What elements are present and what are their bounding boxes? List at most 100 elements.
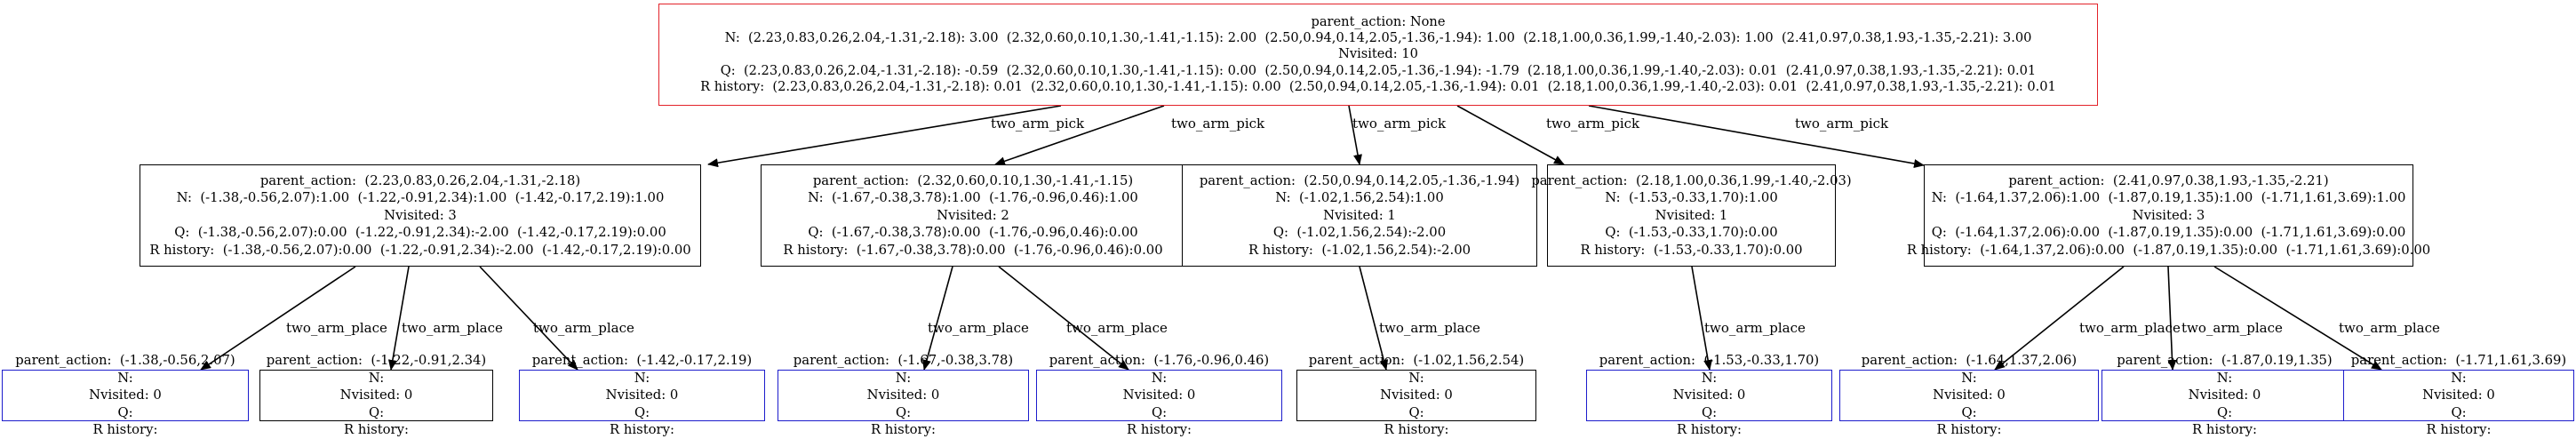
leaf-node: parent_action: (-1.71,1.61,3.69)N:Nvisit… <box>2343 353 2574 437</box>
edge-label: two_arm_pick <box>1352 116 1447 132</box>
node-n-values: N: <box>1408 370 1424 386</box>
node-q-values: Q: <box>1151 404 1168 420</box>
node-r-history: R history: <box>1127 422 1192 438</box>
node-q-values: Q: <box>368 404 385 420</box>
edge-arrow <box>1994 266 2125 371</box>
node-r-history: R history: <box>2426 422 2492 438</box>
leaf-node: parent_action: (-1.76,-0.96,0.46)N:Nvisi… <box>1036 353 1282 437</box>
edge-label: two_arm_pick <box>1795 116 1889 132</box>
edge-label: two_arm_place <box>2339 320 2440 336</box>
node-q-values: Q: (-1.38,-0.56,2.07):0.00 (-1.22,-0.91,… <box>174 225 666 241</box>
edge-label: two_arm_place <box>1066 320 1168 336</box>
node-nvisited: Nvisited: 0 <box>1380 387 1453 403</box>
node-r-history: R history: <box>92 422 158 438</box>
node-parent-action: parent_action: (-1.38,-0.56,2.07) <box>15 353 235 369</box>
action-node: parent_action: (2.32,0.60,0.10,1.30,-1.4… <box>761 164 1185 267</box>
node-parent-action: parent_action: (-1.02,1.56,2.54) <box>1308 353 1525 369</box>
edge-arrow <box>387 266 410 371</box>
edge-label: two_arm_place <box>2181 320 2283 336</box>
action-node: parent_action: (2.18,1.00,0.36,1.99,-1.4… <box>1531 164 1852 267</box>
node-n-values: N: <box>1961 370 1977 386</box>
node-parent-action: parent_action: (-1.42,-0.17,2.19) <box>531 353 753 369</box>
node-parent-action: parent_action: (2.32,0.60,0.10,1.30,-1.4… <box>812 172 1134 188</box>
node-nvisited: Nvisited: 0 <box>339 387 413 403</box>
node-r-history: R history: <box>1677 422 1742 438</box>
node-nvisited: Nvisited: 3 <box>2132 207 2205 223</box>
node-n-values: N: <box>634 370 650 386</box>
node-q-values: Q: <box>634 404 650 420</box>
node-r-history: R history: <box>1936 422 2002 438</box>
node-r-history: R history: (-1.64,1.37,2.06):0.00 (-1.87… <box>1906 242 2431 258</box>
node-q-values: Q: <box>1701 404 1718 420</box>
node-r-history: R history: <box>2192 422 2257 438</box>
edge-label: two_arm_place <box>928 320 1029 336</box>
node-nvisited: Nvisited: 1 <box>1323 207 1396 223</box>
node-parent-action: parent_action: (-1.64,1.37,2.06) <box>1861 353 2078 369</box>
edge-label: two_arm_place <box>402 320 503 336</box>
node-nvisited: Nvisited: 0 <box>1933 387 2006 403</box>
edge-arrow <box>1456 105 1565 165</box>
node-nvisited: Nvisited: 2 <box>937 207 1009 223</box>
edge-label: two_arm_place <box>1379 320 1480 336</box>
edge-arrow <box>1691 266 1713 371</box>
edge-arrow <box>998 266 1129 371</box>
node-r-history: R history: <box>871 422 936 438</box>
node-parent-action: parent_action: (-1.87,0.19,1.35) <box>2117 353 2333 369</box>
action-node: parent_action: (2.23,0.83,0.26,2.04,-1.3… <box>140 164 701 267</box>
node-r-history: R history: (-1.02,1.56,2.54):-2.00 <box>1248 242 1471 258</box>
edge-label: two_arm_pick <box>1546 116 1640 132</box>
node-q-values: Q: (-1.02,1.56,2.54):-2.00 <box>1272 225 1447 241</box>
edge-arrow <box>200 266 356 371</box>
node-n-values: N: <box>895 370 912 386</box>
node-parent-action: parent_action: (-1.22,-0.91,2.34) <box>266 353 487 369</box>
leaf-node: parent_action: (-1.42,-0.17,2.19)N:Nvisi… <box>519 353 765 437</box>
edge-arrow <box>2213 266 2382 371</box>
node-n-values: N: (-1.67,-0.38,3.78):1.00 (-1.76,-0.96,… <box>808 190 1138 206</box>
node-n-values: N: <box>368 370 385 386</box>
node-nvisited: Nvisited: 3 <box>384 207 457 223</box>
node-q-values: Q: (-1.53,-0.33,1.70):0.00 <box>1605 225 1778 241</box>
leaf-node: parent_action: (-1.67,-0.38,3.78)N:Nvisi… <box>778 353 1029 437</box>
node-q-values: Q: <box>895 404 912 420</box>
node-nvisited: Nvisited: 1 <box>1655 207 1728 223</box>
edge-label: two_arm_place <box>2079 320 2181 336</box>
node-nvisited: Nvisited: 0 <box>89 387 162 403</box>
edge-label: two_arm_place <box>533 320 634 336</box>
node-parent-action: parent_action: (2.50,0.94,0.14,2.05,-1.3… <box>1199 172 1520 188</box>
node-r-history: R history: (-1.53,-0.33,1.70):0.00 <box>1580 242 1803 258</box>
node-parent-action: parent_action: None <box>1311 13 1446 29</box>
node-q-values: Q: <box>2216 404 2233 420</box>
edge-arrow <box>479 266 578 371</box>
node-r-history: R history: (-1.38,-0.56,2.07):0.00 (-1.2… <box>149 242 691 258</box>
leaf-node: parent_action: (-1.64,1.37,2.06)N:Nvisit… <box>1839 353 2099 437</box>
node-n-values: N: (-1.02,1.56,2.54):1.00 <box>1275 190 1444 206</box>
node-parent-action: parent_action: (-1.71,1.61,3.69) <box>2350 353 2567 369</box>
node-q-values: Q: (-1.64,1.37,2.06):0.00 (-1.87,0.19,1.… <box>1931 225 2406 241</box>
edge-arrow <box>707 105 1062 168</box>
node-r-history: R history: <box>610 422 674 438</box>
node-r-history: R history: (-1.67,-0.38,3.78):0.00 (-1.7… <box>783 242 1163 258</box>
node-r-history: R history: (2.23,0.83,0.26,2.04,-1.31,-2… <box>700 78 2056 94</box>
leaf-node: parent_action: (-1.53,-0.33,1.70)N:Nvisi… <box>1586 353 1832 437</box>
node-nvisited: Nvisited: 0 <box>1672 387 1746 403</box>
node-q-values: Q: <box>117 404 133 420</box>
edge-arrow <box>1359 266 1389 371</box>
node-n-values: N: (-1.53,-0.33,1.70):1.00 <box>1605 190 1778 206</box>
node-nvisited: Nvisited: 10 <box>1338 46 1418 62</box>
node-parent-action: parent_action: (2.18,1.00,0.36,1.99,-1.4… <box>1531 172 1852 188</box>
leaf-node: parent_action: (-1.87,0.19,1.35)N:Nvisit… <box>2101 353 2348 437</box>
node-n-values: N: <box>1151 370 1168 386</box>
node-n-values: N: (-1.38,-0.56,2.07):1.00 (-1.22,-0.91,… <box>176 190 665 206</box>
leaf-node: parent_action: (-1.02,1.56,2.54)N:Nvisit… <box>1296 353 1536 437</box>
edge-label: two_arm_place <box>1704 320 1806 336</box>
leaf-node: parent_action: (-1.22,-0.91,2.34)N:Nvisi… <box>259 353 493 437</box>
node-n-values: N: <box>117 370 133 386</box>
node-nvisited: Nvisited: 0 <box>1122 387 1196 403</box>
node-q-values: Q: (2.23,0.83,0.26,2.04,-1.31,-2.18): -0… <box>720 62 2037 78</box>
edge-label: two_arm_place <box>286 320 387 336</box>
node-parent-action: parent_action: (2.23,0.83,0.26,2.04,-1.3… <box>259 172 581 188</box>
node-q-values: Q: <box>1408 404 1424 420</box>
action-node: parent_action: (2.41,0.97,0.38,1.93,-1.3… <box>1907 164 2430 267</box>
node-nvisited: Nvisited: 0 <box>2188 387 2261 403</box>
